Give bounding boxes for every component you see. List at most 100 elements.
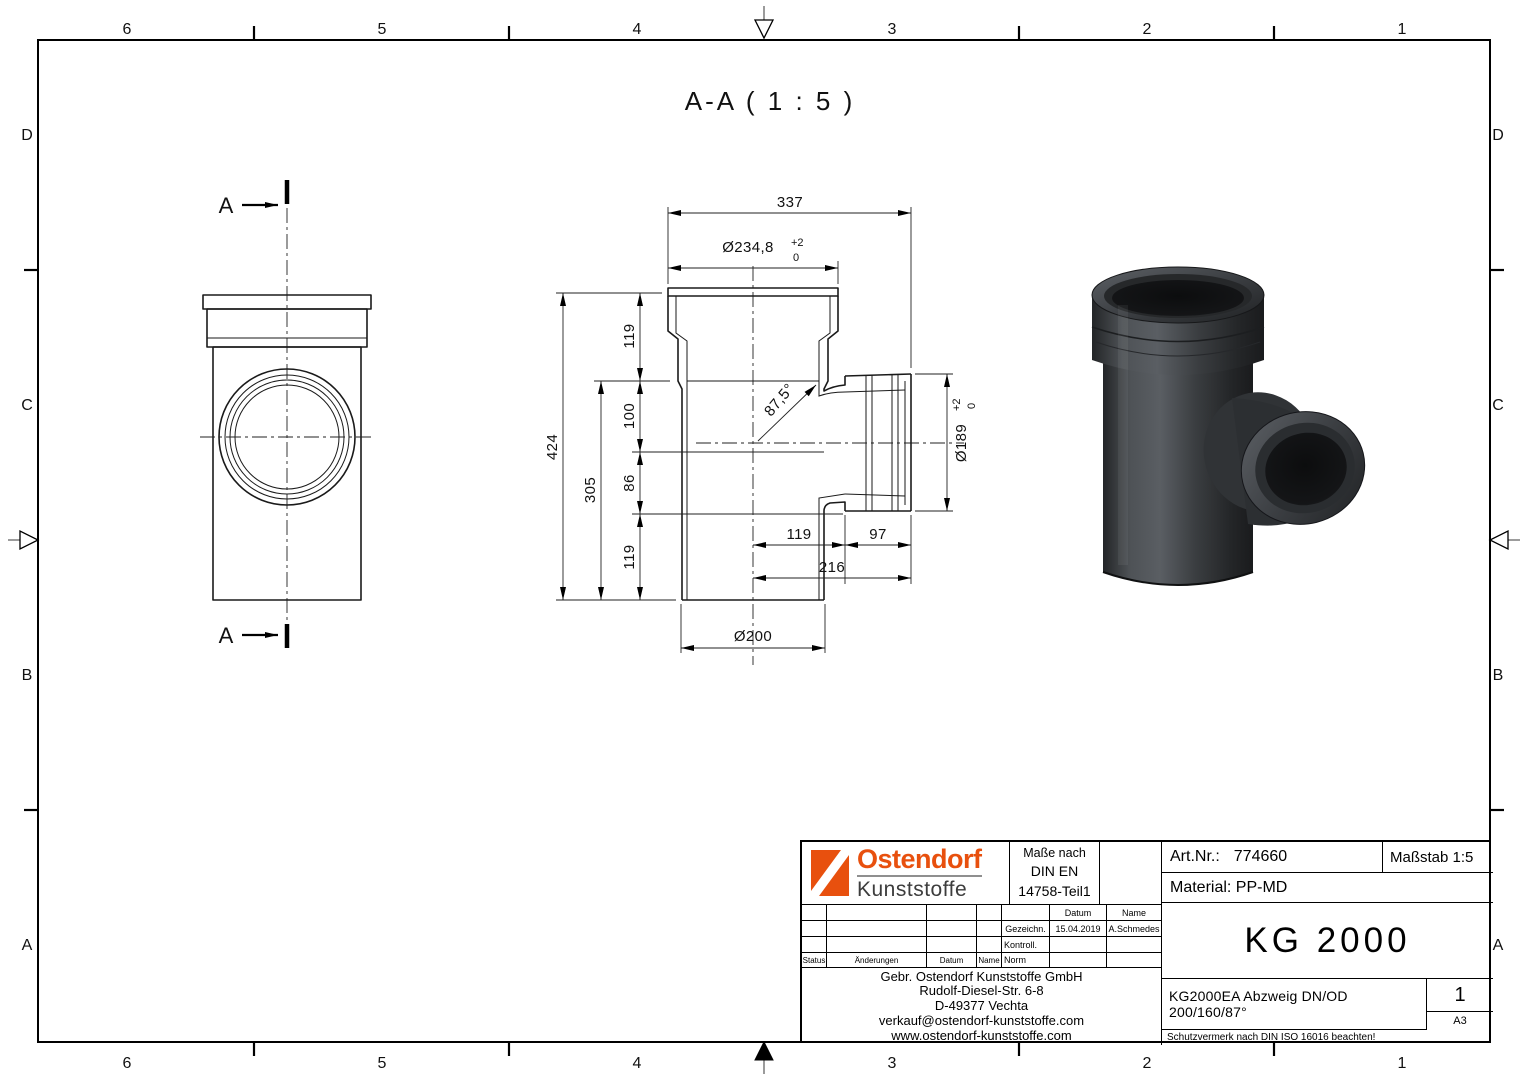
rev-cell: [827, 905, 927, 921]
dim-text: 87,5°: [761, 380, 798, 419]
article-number-value: 774660: [1233, 848, 1288, 865]
dim-tolerance: 0: [966, 403, 978, 409]
sig-norm-label: Norm: [1002, 953, 1050, 968]
dim-text: Ø200: [734, 628, 772, 645]
dim-branch-od: Ø189 +2 0: [915, 373, 978, 512]
sig-cell: [1050, 937, 1107, 953]
sig-gezeichn-name: A.Schmedes: [1107, 921, 1162, 937]
center-mark-right: [1488, 529, 1520, 551]
zone-row-label: B: [22, 667, 33, 684]
center-mark-bottom: [754, 1040, 774, 1074]
zone-row-label: C: [21, 397, 33, 414]
dimensions: 337 Ø234,8 +2 0 119 100 86 119 305: [544, 194, 978, 653]
render-main-body: [1103, 350, 1253, 585]
sheet-number: 1: [1427, 979, 1493, 1012]
section-view-title: A-A ( 1 : 5 ): [685, 86, 856, 116]
rev-cell: [977, 905, 1002, 921]
dim-text: 97: [869, 526, 887, 543]
ostendorf-logo-icon: [811, 850, 849, 896]
rev-cell: [927, 921, 977, 937]
sig-gezeichn-label: Gezeichn.: [1002, 921, 1050, 937]
section-arrow-top: A: [219, 193, 278, 218]
dim-text: 305: [582, 477, 599, 503]
dim-text: 86: [621, 474, 638, 492]
center-mark-top: [753, 6, 775, 40]
zone-col-label: 4: [633, 1055, 642, 1072]
dim-text: Ø234,8: [722, 239, 774, 256]
zone-col-label: 6: [123, 1055, 132, 1072]
company-address: Gebr. Ostendorf Kunststoffe GmbH Rudolf-…: [802, 968, 1162, 1045]
logo-cell: Ostendorf Kunststoffe: [802, 842, 1010, 905]
zone-col-label: 1: [1398, 21, 1407, 38]
dim-text: 337: [777, 194, 803, 211]
dim-text: Ø189: [953, 424, 970, 462]
sig-cell: [1002, 905, 1050, 921]
dim-tolerance: +2: [791, 237, 804, 249]
rev-cell: [977, 937, 1002, 953]
article-number-label: Art.Nr.:: [1170, 848, 1220, 865]
company-line: Gebr. Ostendorf Kunststoffe GmbH: [880, 968, 1083, 984]
sig-cell: [1107, 953, 1162, 968]
dim-tolerance: +2: [951, 398, 963, 411]
front-view: A A: [200, 180, 374, 648]
dim-total-width: 337: [667, 194, 912, 368]
render-socket-opening: [1112, 280, 1244, 316]
rev-cell: [827, 937, 927, 953]
dim-tolerance: 0: [793, 252, 799, 264]
product-name: KG 2000: [1162, 903, 1493, 979]
title-block: Ostendorf Kunststoffe Maße nach DIN EN 1…: [800, 840, 1493, 1045]
zone-col-label: 3: [888, 21, 897, 38]
zone-row-label: B: [1493, 667, 1504, 684]
protection-note: Schutzvermerk nach DIN ISO 16016 beachte…: [1167, 1032, 1376, 1043]
dim-text: 119: [621, 544, 638, 569]
sig-kontroll-label: Kontroll.: [1002, 937, 1050, 953]
rev-header-datum: Datum: [927, 953, 977, 968]
section-label: A: [219, 193, 234, 218]
sig-cell: [1050, 953, 1107, 968]
rev-header-name: Name: [977, 953, 1002, 968]
drawing-frame: 6 5 4 3 2 1 6 5 4 3 2 1 D C B A D C B A: [8, 6, 1520, 1074]
sig-header-datum: Datum: [1050, 905, 1107, 921]
zone-row-label: D: [1492, 127, 1504, 144]
zone-col-label: 6: [123, 21, 132, 38]
dim-branch-angle: 87,5°: [757, 380, 817, 442]
rev-cell: [827, 921, 927, 937]
zone-col-label: 1: [1398, 1055, 1407, 1072]
zone-col-label: 5: [378, 21, 387, 38]
zone-row-label: D: [21, 127, 33, 144]
company-line: Rudolf-Diesel-Str. 6-8: [919, 983, 1044, 999]
rev-cell: [802, 937, 827, 953]
section-view-geometry: [667, 266, 964, 665]
zone-col-label: 2: [1143, 21, 1152, 38]
empty-cell: [1100, 842, 1162, 905]
dim-socket-od: Ø234,8 +2 0: [668, 237, 839, 284]
section-label: A: [219, 623, 234, 648]
section-arrow-bottom: A: [219, 623, 278, 648]
dim-text: 100: [621, 403, 638, 429]
rev-cell: [977, 921, 1002, 937]
render-3d: [1091, 266, 1366, 586]
zone-row-label: A: [22, 937, 33, 954]
rev-cell: [927, 937, 977, 953]
rev-cell: [802, 905, 827, 921]
dim-pipe-od: Ø200: [680, 604, 826, 653]
dim-text: 119: [621, 323, 638, 348]
company-line: D-49377 Vechta: [934, 998, 1029, 1014]
standard-note-line: DIN EN: [1030, 863, 1079, 880]
company-line: verkauf@ostendorf-kunststoffe.com: [878, 1012, 1085, 1028]
sig-gezeichn-datum: 15.04.2019: [1050, 921, 1107, 937]
logo-wordmark-sub: Kunststoffe: [857, 875, 982, 901]
paper-format: A3: [1453, 1015, 1467, 1027]
render-branch-opening: [1265, 432, 1347, 506]
zone-row-label: A: [1493, 937, 1504, 954]
article-number-cell: Art.Nr.: 774660: [1162, 842, 1383, 873]
zone-col-label: 5: [378, 1055, 387, 1072]
rev-header-aenderungen: Änderungen: [827, 953, 927, 968]
standard-note-line: 14758-Teil1: [1018, 882, 1091, 899]
logo-wordmark: Ostendorf: [857, 843, 982, 874]
rev-cell: [927, 905, 977, 921]
company-line: www.ostendorf-kunststoffe.com: [891, 1027, 1072, 1043]
part-description: KG2000EA Abzweig DN/OD 200/160/87°: [1162, 979, 1427, 1030]
